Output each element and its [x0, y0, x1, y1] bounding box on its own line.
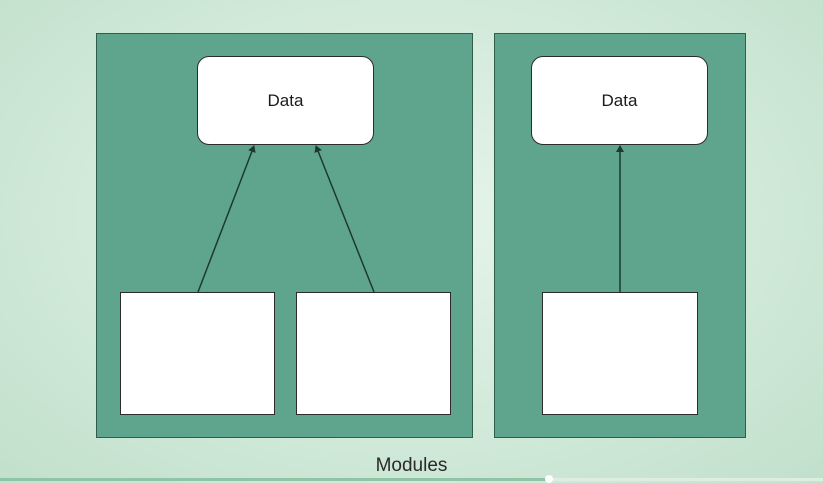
- progress-knob[interactable]: [544, 475, 553, 483]
- component-box: [542, 292, 698, 415]
- data-box: Data: [197, 56, 374, 145]
- diagram-caption: Modules: [375, 455, 448, 476]
- data-label: Data: [267, 90, 304, 110]
- module-left: Data: [96, 33, 473, 438]
- component-box: [120, 292, 275, 415]
- arrow-to-data: [197, 145, 256, 293]
- module-left-arrows: [197, 145, 375, 293]
- data-label: Data: [601, 90, 638, 110]
- component-box: [296, 292, 451, 415]
- arrow-to-data: [314, 145, 375, 293]
- module-right: Data: [494, 33, 746, 438]
- module-right-arrows: [616, 145, 624, 292]
- progress-fill: [0, 478, 549, 481]
- data-box: Data: [531, 56, 708, 145]
